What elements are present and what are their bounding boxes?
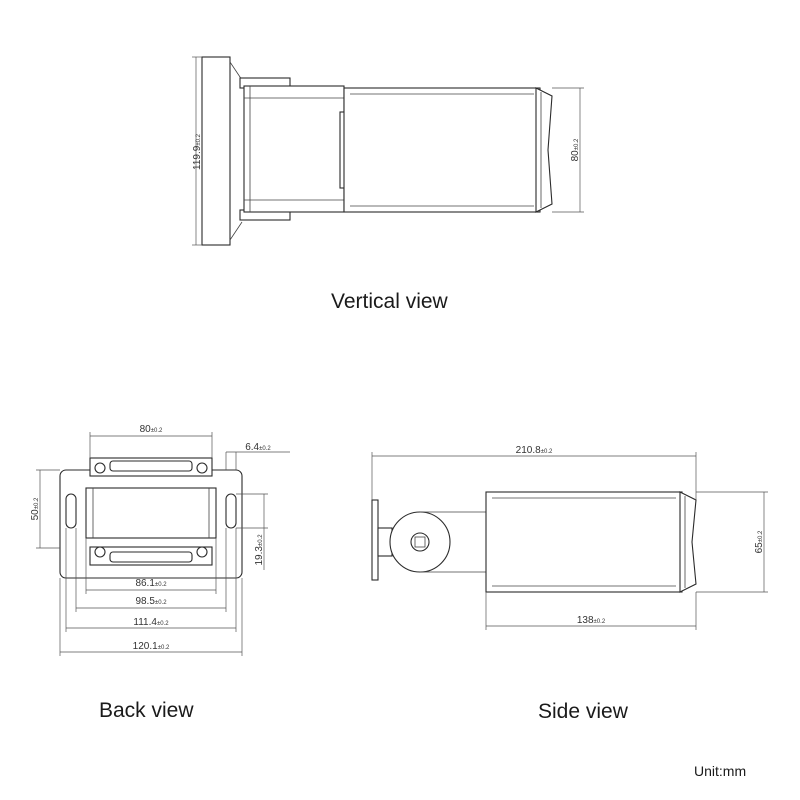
dim-side-body: 138±0.2 <box>577 615 606 626</box>
side-view-drawing <box>371 452 768 630</box>
vertical-view-drawing <box>192 56 584 246</box>
unit-label: Unit:mm <box>694 763 747 779</box>
dim-vertical-height: 119.9±0.2 <box>192 133 203 170</box>
dim-back-right: 19.3±0.2 <box>254 534 265 566</box>
dim-side-total: 210.8±0.2 <box>516 445 553 456</box>
dim-back-height: 50±0.2 <box>30 497 41 520</box>
dim-back-small: 6.4±0.2 <box>245 442 271 453</box>
caption-vertical-view: Vertical view <box>331 290 448 313</box>
dim-back-top: 80±0.2 <box>140 424 163 435</box>
back-view-drawing <box>36 432 290 656</box>
dim-back-98: 98.5±0.2 <box>135 596 167 607</box>
dim-back-120: 120.1±0.2 <box>133 641 170 652</box>
caption-side-view: Side view <box>538 700 628 723</box>
dim-vertical-width: 80±0.2 <box>570 138 581 161</box>
dim-back-111: 111.4±0.2 <box>133 617 169 628</box>
dim-back-86: 86.1±0.2 <box>135 578 167 589</box>
dim-side-height: 65±0.2 <box>754 530 765 553</box>
caption-back-view: Back view <box>99 699 194 722</box>
